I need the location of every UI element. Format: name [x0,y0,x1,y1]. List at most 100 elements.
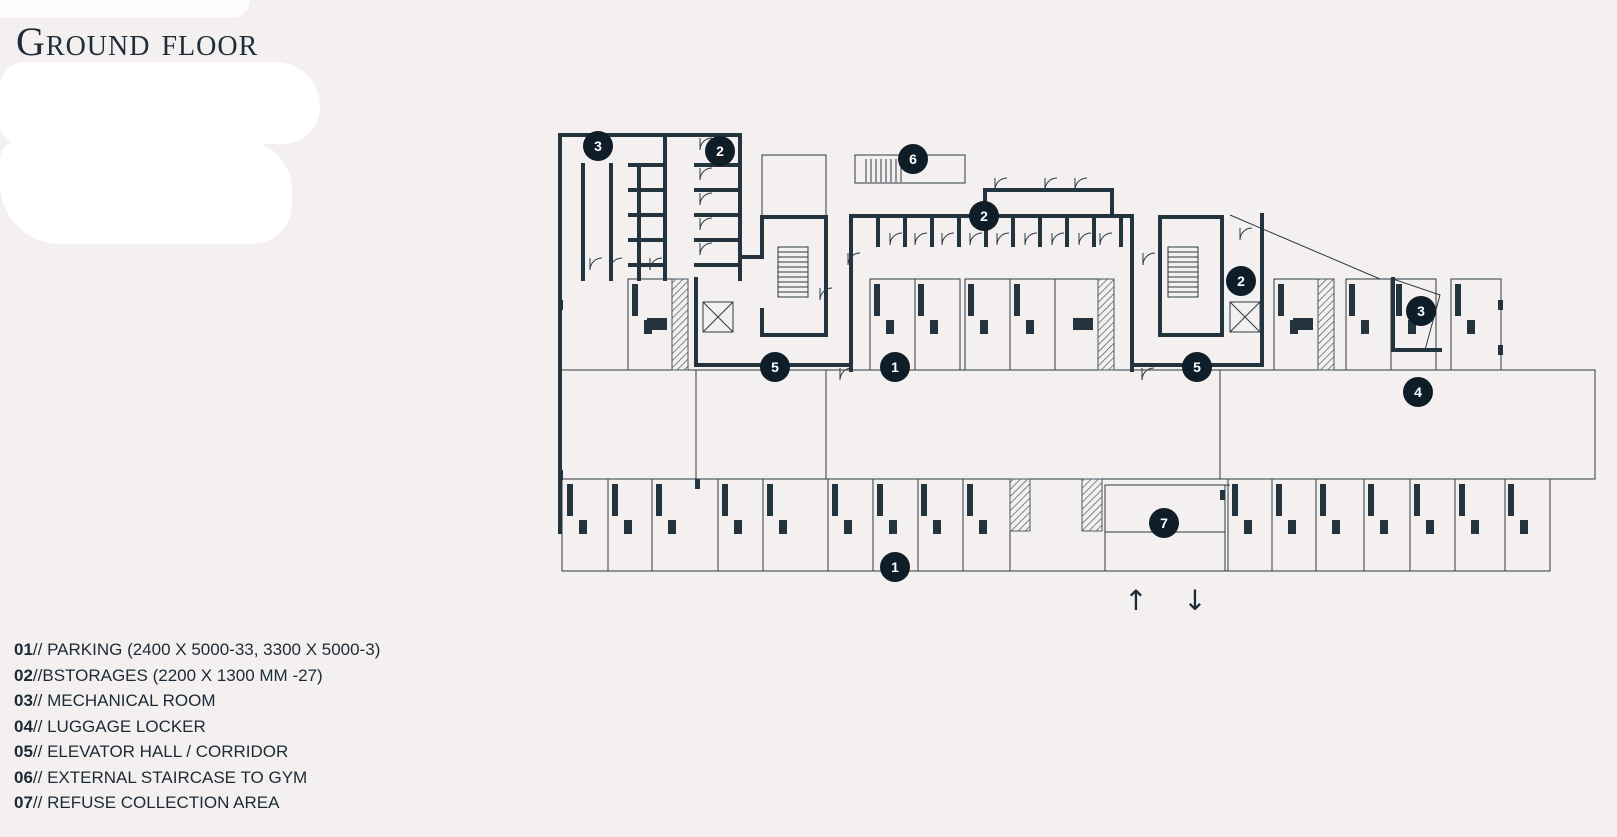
plan-markers: 3 2 6 2 2 3 4 5 1 5 7 1 [583,131,1436,582]
door-swing [941,232,955,246]
car-stop [579,520,587,534]
door-swing [649,257,663,271]
plan-marker-circle [1149,508,1179,538]
hatched-ramp [1009,478,1031,532]
plan-marker-label: 6 [909,151,917,167]
legend-item: 03// MECHANICAL ROOM [14,691,216,710]
driving-aisle [695,369,827,480]
car-stop [767,484,773,516]
hatched-ramp [1081,478,1103,532]
car-stop [980,320,988,334]
stair-core-wall [738,215,828,337]
masking-blob [0,140,292,244]
car-stop [844,520,852,534]
door-swing [589,257,603,271]
car-stop [1278,284,1284,316]
car-stop [567,484,573,516]
plan-marker-label: 5 [771,359,779,375]
plan-marker-label: 1 [891,359,899,375]
car-stop [1244,520,1252,534]
car-stop [1276,484,1282,516]
plan-marker-label: 3 [594,138,602,154]
door-swing [889,232,903,246]
plan-marker-circle [880,352,910,382]
door-swing [847,252,861,266]
masking-blob [0,62,320,144]
car-stop [1508,484,1514,516]
door-swing [1044,177,1058,191]
storage-block-wall [849,214,1134,372]
masking-blob [0,0,250,18]
plan-marker-circle [1403,377,1433,407]
elevator-shaft [702,301,734,333]
car-stop [1380,520,1388,534]
car-stop [967,484,973,516]
door-swing [1074,177,1088,191]
door-swing [1051,232,1065,246]
car-stop [1361,320,1369,334]
legend-item: 01// PARKING (2400 X 5000-33, 3300 X 500… [14,640,381,659]
plan-marker: 3 [583,131,613,161]
car-stop [1426,520,1434,534]
plan-marker-label: 2 [1237,273,1245,289]
car-stop [1320,484,1326,516]
car-stop [1459,484,1465,516]
elevator-hall-wall-east [1133,213,1264,367]
car-stop [1396,284,1402,316]
column [558,300,563,310]
car-stop [734,520,742,534]
plan-marker: 4 [1403,377,1433,407]
wall-lines [558,133,1442,534]
legend-item: 05// ELEVATOR HALL / CORRIDOR [14,742,289,761]
plan-marker-label: 2 [980,208,988,224]
legend: 01// PARKING (2400 X 5000-33, 3300 X 500… [14,637,380,816]
plan-marker-circle [1182,352,1212,382]
slanted-boundary [1229,214,1381,280]
car-stop [1014,284,1020,316]
door-swing [1239,227,1253,241]
hatched-ramp [1317,278,1335,371]
car-stop [1471,520,1479,534]
door-swing [996,232,1010,246]
plan-marker: 1 [880,552,910,582]
door-swing [969,232,983,246]
car-stop [889,520,897,534]
plan-marker-label: 3 [1417,303,1425,319]
car-stop [968,284,974,316]
column [1498,345,1503,355]
plan-marker: 3 [1406,296,1436,326]
plan-marker-label: 2 [716,143,724,159]
plan-marker: 5 [1182,352,1212,382]
car-stop [612,484,618,516]
legend-item: 02//BSTORAGES (2200 X 1300 MM -27) [14,665,323,685]
plan-marker-circle [760,352,790,382]
plan-marker-circle [969,201,999,231]
elevator-hall-wall [694,277,853,367]
door-swing [699,192,713,206]
car-stop [921,484,927,516]
plan-marker: 1 [880,352,910,382]
door-swing [1078,232,1092,246]
column [558,470,563,480]
door-swing [699,137,713,151]
door-swing [914,232,928,246]
door-swing [1141,367,1155,381]
door-swing [1142,252,1156,266]
storage-block-north [983,188,1114,218]
car-stop [647,318,667,330]
car-stop [668,520,676,534]
plan-marker-label: 1 [891,559,899,575]
plan-marker-label: 5 [1193,359,1201,375]
hatched-ramp [1097,278,1115,371]
door-swing [699,217,713,231]
door-swings [589,137,1253,381]
car-stop [1455,284,1461,316]
legend-item: 04// LUGGAGE LOCKER [14,716,206,736]
car-stop [933,520,941,534]
staircase-6-frame [761,154,827,218]
plan-marker: 7 [1149,508,1179,538]
car-stop [1073,318,1093,330]
legend-item: 06// EXTERNAL STAIRCASE TO GYM [14,767,308,787]
plan-marker-label: 7 [1160,515,1168,531]
car-stop [832,484,838,516]
